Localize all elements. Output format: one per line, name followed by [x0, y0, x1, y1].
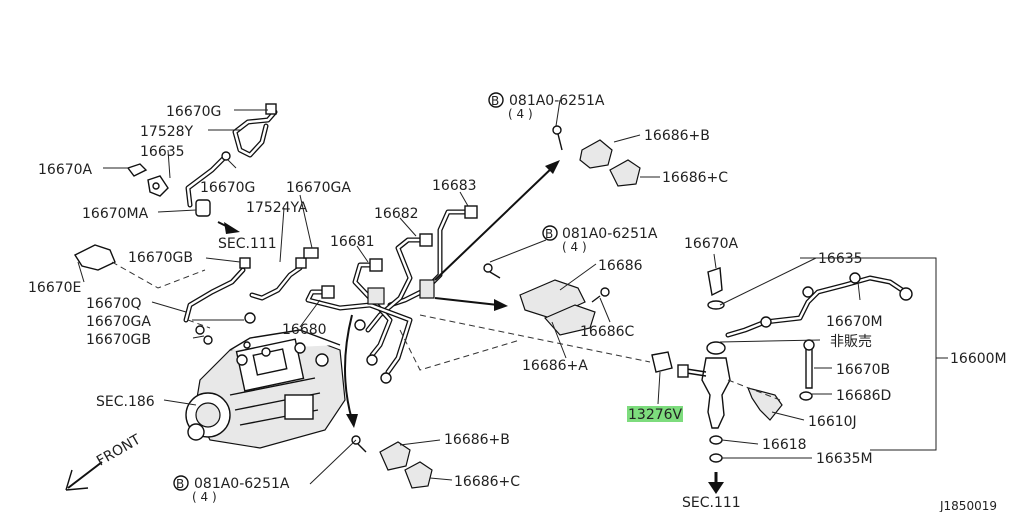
label-sec111-bottom[interactable]: SEC.111	[682, 495, 741, 511]
label-bolt-top-qty: ( 4 )	[508, 107, 533, 121]
label-bolt-bottom[interactable]: 081A0-6251A	[194, 476, 290, 492]
label-16670G-2[interactable]: 16670G	[200, 180, 255, 196]
label-16670M[interactable]: 16670M	[826, 314, 883, 330]
label-16670A-right[interactable]: 16670A	[684, 236, 739, 252]
direction-arrows	[65, 160, 724, 494]
label-16635M[interactable]: 16635M	[816, 451, 873, 467]
label-front: FRONT	[94, 431, 144, 469]
label-16635-left[interactable]: 16635	[140, 144, 185, 160]
label-13276V-suffix: V	[673, 407, 683, 423]
label-17528Y[interactable]: 17528Y	[140, 124, 194, 140]
label-16670GA-left[interactable]: 16670GA	[86, 314, 151, 330]
injector-assembly	[651, 267, 913, 463]
label-16670G-top[interactable]: 16670G	[166, 104, 221, 120]
part-labels: 16670G 17528Y 16635 16670A 16670G 16670M…	[28, 93, 1007, 512]
label-16686C-bottom[interactable]: 16686+C	[454, 474, 520, 490]
label-16682[interactable]: 16682	[374, 206, 419, 222]
label-16686B-bottom[interactable]: 16686+B	[444, 432, 510, 448]
label-16686C-top[interactable]: 16686+C	[662, 170, 728, 186]
label-16686D[interactable]: 16686D	[836, 388, 891, 404]
label-16686[interactable]: 16686	[598, 258, 643, 274]
diagram-id: J1850019	[939, 499, 997, 512]
highlight-13276V	[627, 406, 683, 422]
injection-pump	[185, 329, 346, 449]
label-16686C-mid[interactable]: 16686C	[580, 324, 635, 340]
label-16670GB-left[interactable]: 16670GB	[86, 332, 151, 348]
label-16670GB-top[interactable]: 16670GB	[128, 250, 193, 266]
clamp-set-bottom	[351, 435, 433, 489]
clamp-set-mid	[483, 263, 610, 336]
bolt-symbol-mid: B	[545, 227, 553, 241]
label-17524YA[interactable]: 17524YA	[246, 200, 308, 216]
label-16681[interactable]: 16681	[330, 234, 375, 250]
label-bolt-top[interactable]: 081A0-6251A	[509, 93, 605, 109]
bolt-symbol-bottom: B	[176, 477, 184, 491]
label-13276V[interactable]: 13276V	[628, 407, 683, 423]
label-13276V-code: 13276	[628, 407, 673, 423]
label-16600M[interactable]: 16600M	[950, 351, 1007, 367]
label-16680[interactable]: 16680	[282, 322, 327, 338]
label-16670GA-top[interactable]: 16670GA	[286, 180, 351, 196]
label-16670MA[interactable]: 16670MA	[82, 206, 149, 222]
label-16618[interactable]: 16618	[762, 437, 807, 453]
label-16686A[interactable]: 16686+A	[522, 358, 588, 374]
label-16635-right[interactable]: 16635	[818, 251, 863, 267]
bolt-symbol-top: B	[491, 94, 499, 108]
label-bolt-bottom-qty: ( 4 )	[192, 490, 217, 504]
label-bolt-mid-qty: ( 4 )	[562, 240, 587, 254]
label-16610J[interactable]: 16610J	[808, 414, 857, 430]
label-sec111-left[interactable]: SEC.111	[218, 236, 277, 252]
label-16686B-top[interactable]: 16686+B	[644, 128, 710, 144]
label-16670A-left[interactable]: 16670A	[38, 162, 93, 178]
label-16670E[interactable]: 16670E	[28, 280, 81, 296]
assembly-bracket	[800, 257, 948, 451]
leader-lines	[77, 99, 861, 485]
bolt-symbols: B B B	[173, 92, 558, 491]
left-hose-assembly	[73, 103, 319, 349]
label-bolt-mid[interactable]: 081A0-6251A	[562, 226, 658, 242]
label-16683[interactable]: 16683	[432, 178, 477, 194]
label-16670Q[interactable]: 16670Q	[86, 296, 142, 312]
label-not-for-sale: 非販売	[830, 334, 872, 350]
clamp-set-top	[552, 125, 641, 187]
label-sec186[interactable]: SEC.186	[96, 394, 155, 410]
label-16670B[interactable]: 16670B	[836, 362, 890, 378]
